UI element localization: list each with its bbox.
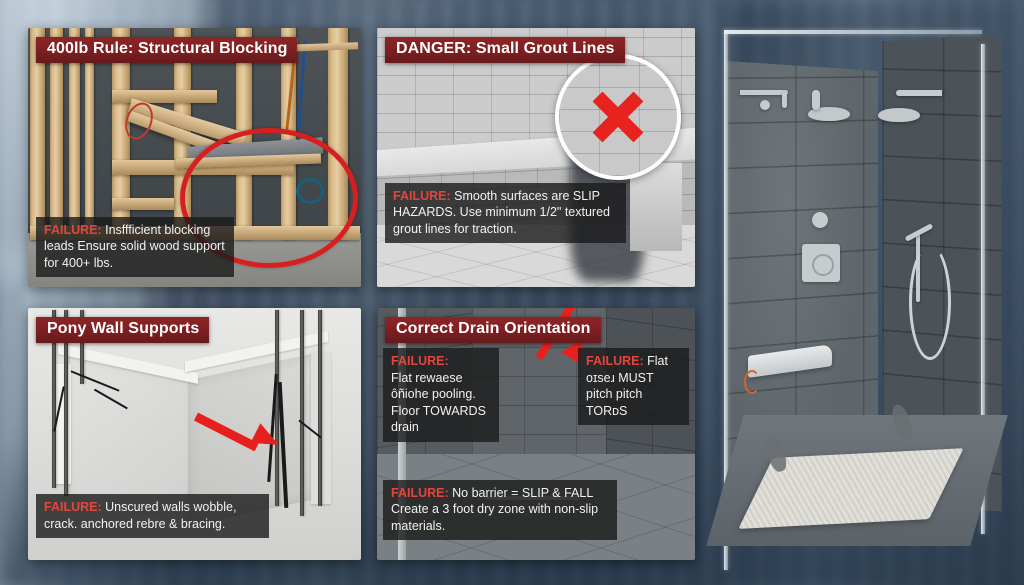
panel-4-topright-label: FAILURE: bbox=[586, 354, 644, 368]
panel-finished-shower bbox=[716, 22, 1016, 568]
panel-1-failure-label: FAILURE: bbox=[44, 223, 102, 237]
shower-arm-left bbox=[740, 90, 788, 95]
panel-4-failure-caption-topleft: FAILURE: Flat rewaese ôñiohe pooling. Flo… bbox=[383, 348, 499, 442]
shower-head-center-neck bbox=[812, 90, 820, 110]
thermostatic-valve-dial bbox=[812, 254, 834, 276]
wall-end-left bbox=[55, 364, 72, 484]
panel-5-photo bbox=[716, 22, 1016, 568]
panel-4-title: Correct Drain Orientation bbox=[385, 317, 601, 343]
red-x-icon bbox=[559, 58, 677, 176]
horizontal-blocking-upper bbox=[112, 90, 217, 103]
shower-hose bbox=[909, 244, 951, 360]
panel-drain-orientation: Correct Drain Orientation FAILURE: Flat r… bbox=[377, 308, 695, 560]
panel-2-failure-caption: FAILURE: Smooth surfaces are SLIP HAZARD… bbox=[385, 183, 626, 244]
panel-4-topleft-label: FAILURE: bbox=[391, 354, 449, 368]
panel-2-photo bbox=[377, 28, 695, 287]
panel-4-failure-caption-topright: FAILURE: Flat oɪseɹ MUST pitch pitch TOR… bbox=[578, 348, 689, 425]
panel-1-failure-caption: FAILURE: Insffficient blocking leads Ens… bbox=[36, 217, 234, 278]
seat-hinge-bracket bbox=[744, 370, 760, 394]
panel-2-failure-label: FAILURE: bbox=[393, 189, 451, 203]
horizontal-blocking-low bbox=[112, 198, 174, 210]
volume-control-knob bbox=[812, 212, 828, 228]
panel-4-failure-caption-bottom: FAILURE: No barrier = SLIP & FALL Create… bbox=[383, 480, 617, 541]
magnifier-circle bbox=[555, 54, 681, 180]
glass-top-rail bbox=[724, 30, 982, 34]
panel-2-title: DANGER: Small Grout Lines bbox=[385, 37, 625, 63]
panel-1-title: 400lb Rule: Structural Blocking bbox=[36, 37, 297, 63]
panel-structural-blocking: 400lb Rule: Structural Blocking FAILURE:… bbox=[28, 28, 361, 287]
panel-3-failure-label: FAILURE: bbox=[44, 500, 102, 514]
panel-3-failure-caption: FAILURE: Unscured walls wobble, crack. a… bbox=[36, 494, 269, 538]
shower-arm-right bbox=[896, 90, 942, 96]
shower-head-right bbox=[878, 108, 920, 122]
panel-pony-wall-supports: Pony Wall Supports FAILURE: Unscured wal… bbox=[28, 308, 361, 560]
panel-4-topleft-text: Flat rewaese ôñiohe pooling. Floor TOWAR… bbox=[391, 371, 486, 435]
panel-4-bottom-label: FAILURE: bbox=[391, 486, 449, 500]
panel-3-title: Pony Wall Supports bbox=[36, 317, 209, 343]
wall-body-jet bbox=[760, 100, 770, 110]
shower-arm-left-drop bbox=[782, 92, 787, 108]
panel-small-grout-lines: DANGER: Small Grout Lines FAILURE: Smoot… bbox=[377, 28, 695, 287]
red-arrow-annotation bbox=[196, 406, 290, 454]
